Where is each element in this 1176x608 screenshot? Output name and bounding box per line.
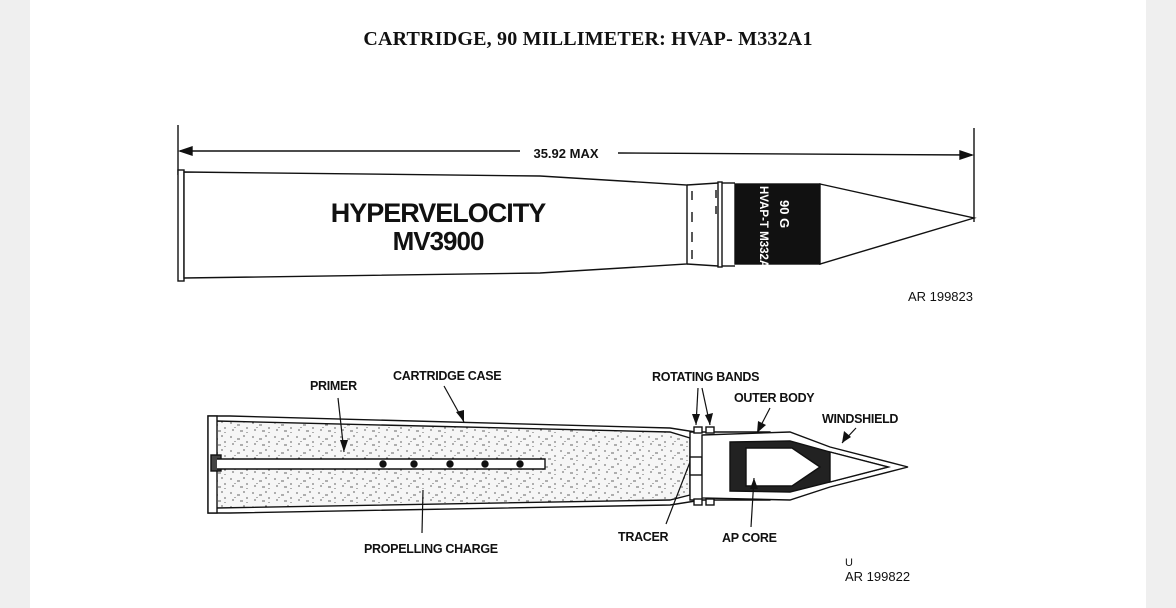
label-rotating-bands: ROTATING BANDS — [652, 370, 759, 384]
label-outer-body: OUTER BODY — [734, 391, 815, 405]
sectional-figure-number: AR 199822 — [845, 569, 910, 584]
leader-arrowheads — [340, 410, 851, 489]
projectile-marking-caliber: 90 G — [777, 200, 792, 228]
document-title: CARTRIDGE, 90 MILLIMETER: HVAP- M332A1 — [363, 28, 813, 50]
document-page: CARTRIDGE, 90 MILLIMETER: HVAP- M332A1 3… — [30, 0, 1146, 608]
exterior-projectile — [734, 183, 977, 265]
label-tracer: TRACER — [618, 530, 669, 544]
label-propelling-charge: PROPELLING CHARGE — [364, 542, 498, 556]
stray-mark: U — [845, 557, 853, 569]
label-primer: PRIMER — [310, 379, 357, 393]
exterior-figure-number: AR 199823 — [908, 289, 973, 304]
sectional-cartridge-case — [207, 415, 703, 514]
label-windshield: WINDSHIELD — [822, 412, 898, 426]
dimension-label: 35.92 MAX — [533, 146, 598, 161]
exterior-cartridge-case — [177, 169, 735, 282]
exterior-view: 35.92 MAX HYPERVELOCITY MV3900 — [177, 125, 977, 304]
case-marking-hypervelocity: HYPERVELOCITY — [331, 198, 547, 228]
dimension-line — [177, 125, 975, 222]
label-cartridge-case: CARTRIDGE CASE — [393, 369, 501, 383]
projectile-marking-model: HVAP-T M332A1 — [757, 186, 769, 275]
case-marking-mv: MV3900 — [393, 226, 484, 256]
label-ap-core: AP CORE — [722, 531, 777, 545]
sectional-view: PRIMER CARTRIDGE CASE ROTATING BANDS OUT… — [207, 369, 910, 584]
sectional-projectile — [689, 426, 909, 506]
cartridge-illustration: 35.92 MAX HYPERVELOCITY MV3900 — [177, 125, 977, 584]
